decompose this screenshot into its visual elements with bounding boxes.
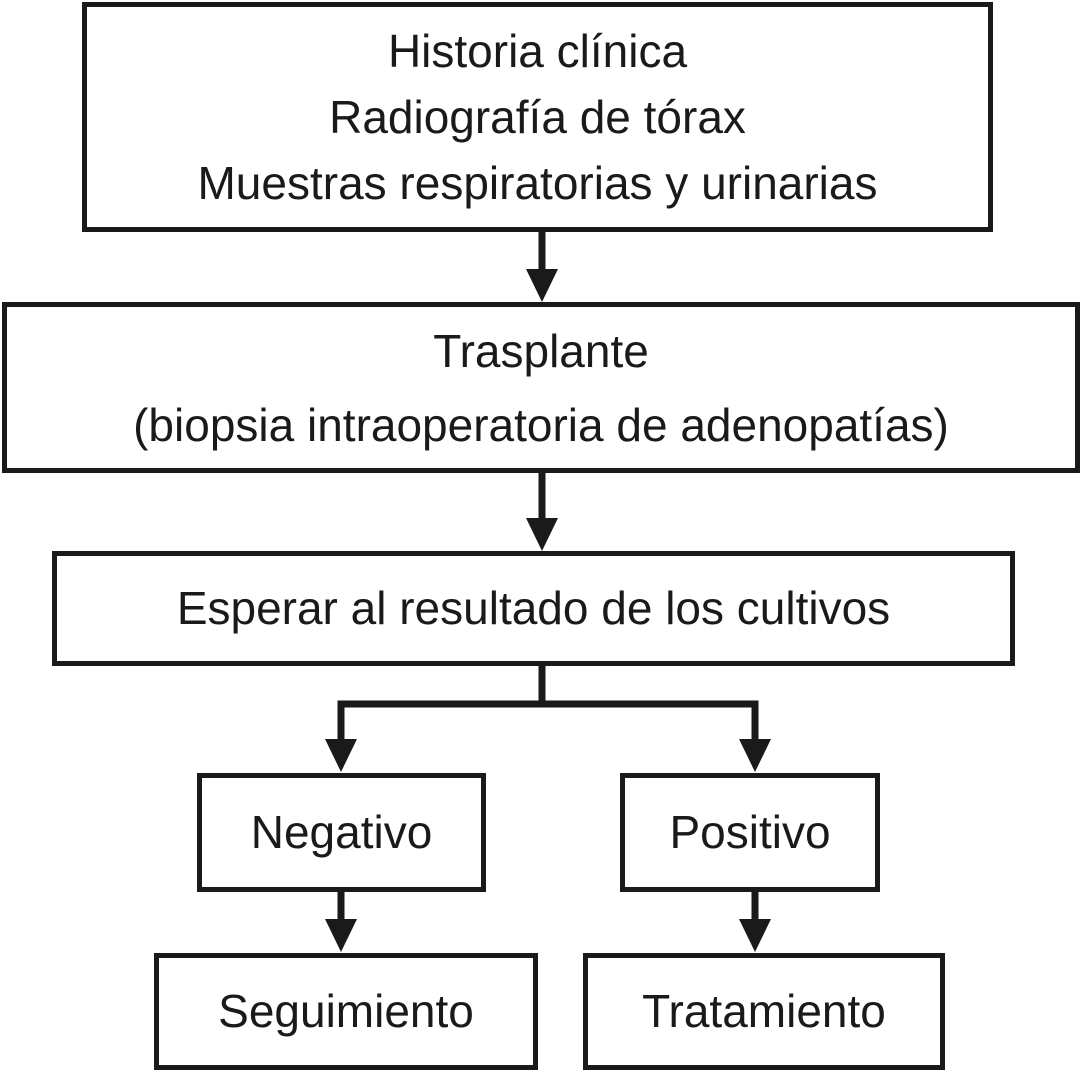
node-negative-label: Negativo	[250, 806, 433, 858]
arrowhead-icon	[526, 518, 558, 551]
node-transplant-line-2: (biopsia intraoperatoria de adenopatías)	[133, 398, 949, 451]
node-intake-line-2: Radiografía de tórax	[329, 91, 746, 143]
arrowhead-icon	[739, 739, 771, 772]
node-negative: Negativo	[197, 773, 486, 892]
branch-wait-to-results	[325, 664, 771, 772]
arrow-transplant-to-wait	[526, 471, 558, 551]
node-intake-line-1: Historia clínica	[387, 25, 688, 77]
node-positive-label: Positivo	[669, 806, 831, 858]
node-intake: Historia clínica Radiografía de tórax Mu…	[82, 2, 993, 232]
arrow-positive-to-treatment	[739, 890, 771, 952]
node-treatment: Tratamiento	[583, 953, 945, 1070]
node-follow-up-label: Seguimiento	[218, 985, 474, 1037]
arrow-intake-to-transplant	[526, 230, 558, 302]
arrowhead-icon	[526, 269, 558, 302]
node-wait-cultures-label: Esperar al resultado de los cultivos	[176, 582, 891, 634]
node-wait-cultures: Esperar al resultado de los cultivos	[52, 551, 1015, 666]
node-follow-up: Seguimiento	[154, 953, 538, 1070]
arrowhead-icon	[325, 919, 357, 952]
node-transplant-line-1: Trasplante	[433, 324, 649, 377]
arrowhead-icon	[325, 739, 357, 772]
node-positive: Positivo	[620, 773, 880, 892]
node-intake-line-3: Muestras respiratorias y urinarias	[197, 157, 878, 209]
node-treatment-label: Tratamiento	[642, 985, 886, 1037]
arrow-negative-to-followup	[325, 890, 357, 952]
arrowhead-icon	[739, 919, 771, 952]
node-transplant: Trasplante (biopsia intraoperatoria de a…	[2, 302, 1080, 473]
